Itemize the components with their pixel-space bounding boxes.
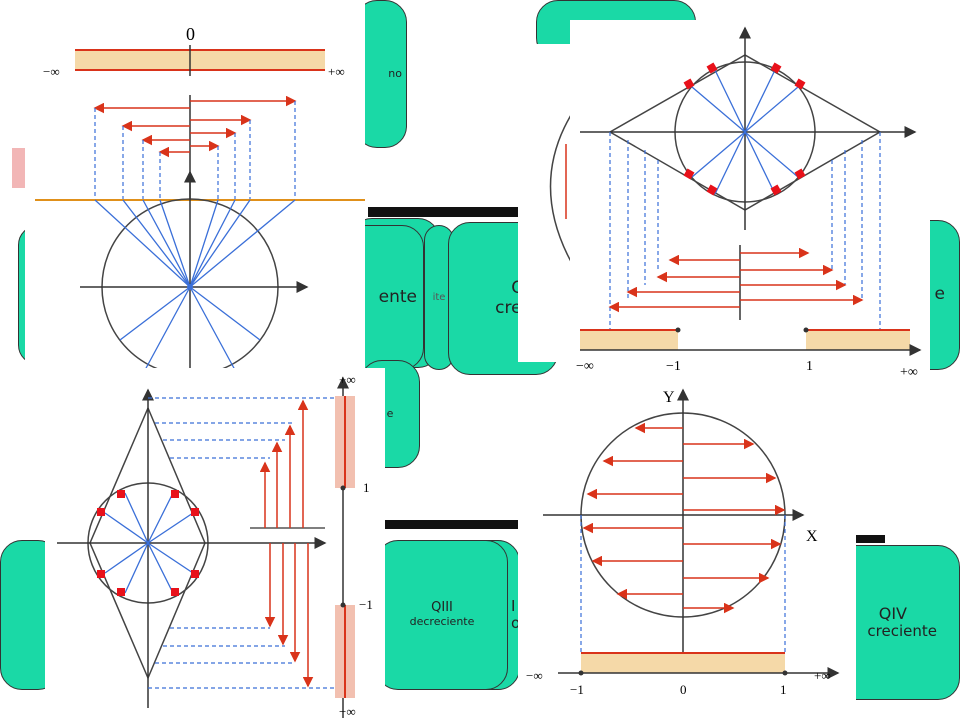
- card-mid-fragment: ente: [378, 286, 417, 307]
- one-label: 1: [806, 359, 813, 374]
- x-axis-label: X: [806, 528, 818, 545]
- card-bottom-mid-b: o: [511, 614, 521, 632]
- minus-inf-label: −∞: [339, 704, 356, 719]
- card-bottom-mid-a: I: [511, 596, 516, 615]
- zero-label: 0: [186, 24, 195, 44]
- diagram-top-right: −∞ −1 1 +∞: [570, 20, 930, 382]
- minus-inf-label: −∞: [526, 668, 543, 683]
- qiv-subtitle: creciente: [867, 622, 937, 641]
- divider-bar: [368, 520, 518, 529]
- minus-one-label: −1: [359, 597, 373, 612]
- y-axis-label: Y: [663, 389, 675, 406]
- minus-inf-label: −∞: [43, 64, 60, 79]
- qiii-title: QIII: [431, 600, 453, 616]
- card-ite-fragment: ite: [432, 291, 446, 303]
- divider-bar: [850, 535, 885, 543]
- card-qiii[interactable]: QIII decreciente: [376, 540, 508, 690]
- card-right-fragment: e: [934, 284, 945, 305]
- diagram-top-right-backing: [518, 44, 578, 362]
- minus-inf-label: −∞: [576, 359, 594, 374]
- card-fragment-text: no: [388, 66, 402, 80]
- one-label: 1: [363, 480, 370, 495]
- zero-label: 0: [680, 682, 687, 697]
- diagram-top-left: 0 −∞ +∞: [25, 0, 365, 405]
- divider-bar: [368, 207, 518, 217]
- qiv-title: QIV: [878, 603, 907, 623]
- diagram-bottom-left: +∞ 1 −1 −∞: [45, 368, 385, 720]
- plus-inf-label: +∞: [900, 365, 918, 380]
- plus-inf-label: +∞: [339, 372, 356, 387]
- plus-inf-label: +∞: [328, 64, 345, 79]
- minus-one-label: −1: [570, 682, 584, 697]
- minus-one-label: −1: [666, 359, 681, 374]
- one-label: 1: [780, 682, 787, 697]
- card-mid-small-fragment: e: [386, 406, 394, 420]
- diagram-bottom-right: Y X −∞ −1 0 1 +∞: [518, 378, 856, 720]
- qiii-subtitle: decreciente: [409, 615, 475, 629]
- plus-inf-label: +∞: [814, 668, 831, 683]
